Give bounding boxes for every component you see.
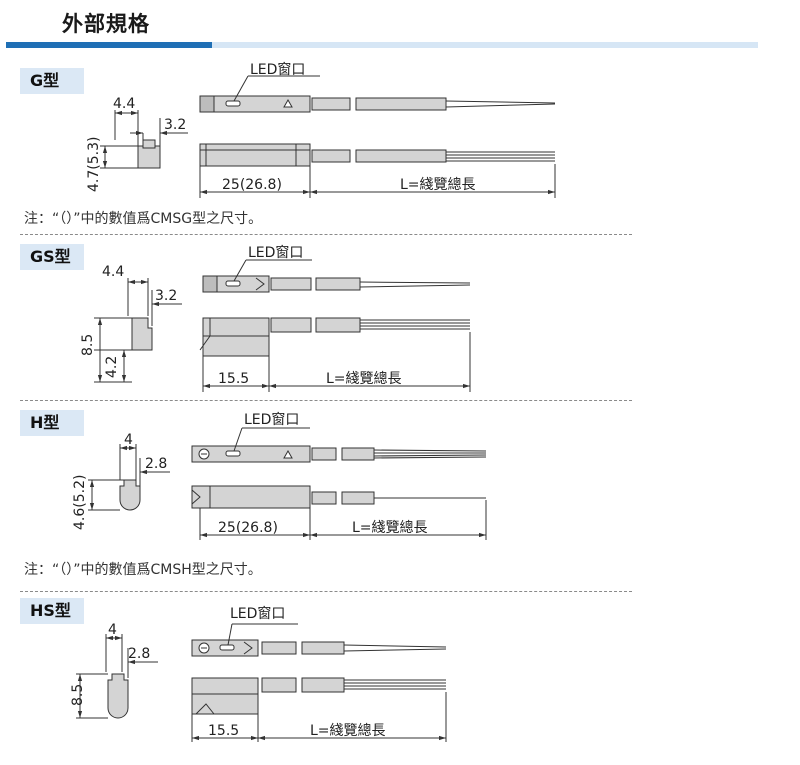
- dim-depth-h: 2.8: [145, 456, 167, 472]
- dim-width-h: 4: [124, 432, 133, 448]
- dim-height-g: 4.7(5.3): [86, 137, 102, 192]
- dim-height-gs: 8.5: [80, 334, 96, 356]
- title-underline-accent: [6, 42, 212, 48]
- h-type-top-view: [191, 427, 487, 463]
- dim-height-h: 4.6(5.2): [72, 475, 88, 530]
- dim-lead-h: L=綫覽總長: [352, 519, 428, 536]
- dim-width-gs: 4.4: [102, 264, 124, 280]
- dim-body-h: 25(26.8): [218, 520, 278, 536]
- dim-depth-g: 3.2: [164, 117, 186, 133]
- section-divider: [20, 591, 632, 592]
- section-divider: [20, 234, 632, 235]
- hs-type-side-view: [191, 677, 447, 742]
- g-type-side-view: [199, 143, 556, 198]
- dim-depth-hs: 2.8: [128, 646, 150, 662]
- dim-height2-gs: 4.2: [104, 356, 120, 378]
- dim-width-hs: 4: [108, 622, 117, 638]
- dim-lead-gs: L=綫覽總長: [326, 370, 402, 387]
- hs-type-end-view: [76, 634, 158, 719]
- g-type-end-view: [100, 110, 188, 169]
- section-tag-hs: HS型: [20, 598, 84, 624]
- section-tag-h: H型: [20, 410, 84, 436]
- section-tag-g: G型: [20, 68, 84, 94]
- dim-lead-hs: L=綫覽總長: [310, 722, 386, 739]
- led-label-h: LED窗口: [244, 411, 299, 428]
- page-title: 外部規格: [62, 12, 150, 36]
- led-label-hs: LED窗口: [230, 605, 285, 622]
- led-label-gs: LED窗口: [248, 244, 303, 261]
- section-tag-gs: GS型: [20, 244, 84, 270]
- dim-body-hs: 15.5: [208, 723, 239, 739]
- section-divider: [20, 400, 632, 401]
- note-h: 注：“（）”中的數值爲CMSH型之尺寸。: [24, 562, 262, 578]
- note-g: 注：“（）”中的數值爲CMSG型之尺寸。: [24, 211, 263, 227]
- led-label-g: LED窗口: [250, 61, 305, 78]
- dim-lead-g: L=綫覽總長: [400, 176, 476, 193]
- title-underline: [6, 42, 758, 48]
- dim-height-hs: 8.5: [70, 684, 86, 706]
- h-type-side-view: [191, 485, 487, 540]
- hs-type-top-view: [191, 623, 447, 657]
- gs-type-side-view: [199, 317, 471, 392]
- dim-width-g: 4.4: [113, 96, 135, 112]
- dim-body-gs: 15.5: [218, 371, 249, 387]
- gs-type-top-view: [202, 259, 471, 293]
- h-type-end-view: [88, 444, 170, 511]
- g-type-top-view: [199, 75, 556, 113]
- dim-depth-gs: 3.2: [155, 288, 177, 304]
- dim-body-g: 25(26.8): [222, 177, 282, 193]
- gs-type-end-view: [94, 278, 182, 383]
